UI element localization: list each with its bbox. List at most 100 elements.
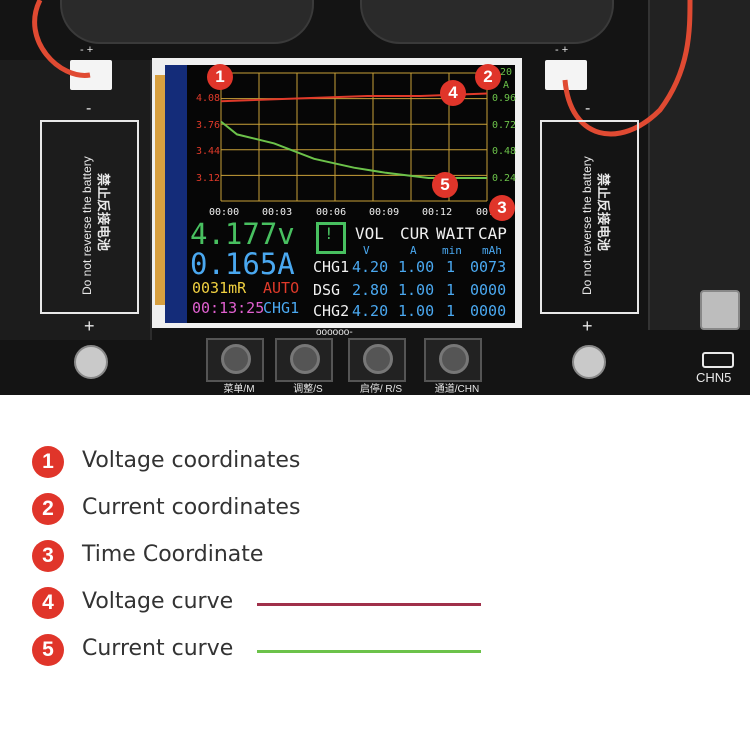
y-left-tick-2: 3.44: [196, 146, 221, 157]
wire-left: [32, 0, 91, 78]
row-cur-2: 1.00: [398, 302, 435, 320]
legend-label: Current curve: [82, 636, 234, 661]
current-readout: 0.165A: [190, 247, 295, 281]
current-curve: [220, 120, 487, 179]
legend-number-badge: 1: [32, 446, 64, 478]
wire-right: [562, 0, 693, 137]
connector-left-pins: - +: [80, 44, 94, 56]
table-header-3: CAP: [478, 224, 507, 243]
chn-label: CHN5: [696, 370, 732, 385]
resistance-readout: 0031mR: [192, 279, 247, 297]
marker-1: 1: [207, 64, 233, 90]
row-cap-0: 0073: [470, 258, 507, 276]
tactile-button-2[interactable]: [363, 344, 393, 374]
battery-status-box: [316, 222, 346, 254]
table-header-2: WAIT: [436, 224, 475, 243]
battery-terminal: [700, 290, 740, 330]
lcd-left-edge: [165, 65, 187, 323]
active-channel: CHG1: [263, 299, 300, 317]
table-unit-0: V: [363, 244, 370, 257]
warning-cn-left: 禁止反接电池: [96, 173, 111, 252]
marker-3: 3: [489, 195, 515, 221]
row-cap-1: 0000: [470, 281, 507, 299]
warning-box-left: [40, 120, 139, 314]
elapsed-readout: 00:13:25: [192, 299, 265, 317]
legend-label: Time Coordinate: [82, 542, 264, 567]
legend-line-sample: [257, 603, 481, 606]
x-tick-1: 00:03: [262, 207, 293, 218]
legend-row-2: 2 Current coordinates: [32, 491, 712, 527]
minus-right: -: [585, 100, 591, 117]
legend-row-3: 3 Time Coordinate: [32, 538, 712, 574]
tactile-button-1[interactable]: [290, 344, 320, 374]
marker-5: 5: [432, 172, 458, 198]
row-vol-0: 4.20: [352, 258, 389, 276]
warning-box-right: [540, 120, 639, 314]
button-label-0: 菜单/M: [223, 384, 255, 395]
table-unit-1: A: [410, 244, 417, 257]
fan-right: [360, 0, 614, 44]
y-left-tick-1: 3.76: [196, 120, 221, 131]
plus-right: +: [582, 316, 593, 336]
button-label-3: 通道/CHN: [434, 384, 480, 395]
row-vol-1: 2.80: [352, 281, 389, 299]
legend-row-5: 5 Current curve: [32, 632, 712, 668]
lcd-panel: [165, 65, 515, 323]
row-wait-2: 1: [446, 302, 456, 320]
x-tick-0: 00:00: [209, 207, 240, 218]
row-wait-0: 1: [446, 258, 456, 276]
tactile-button-3[interactable]: [439, 344, 469, 374]
fan-left: [60, 0, 314, 44]
x-tick-4: 00:12: [422, 207, 453, 218]
legend-number-badge: 5: [32, 634, 64, 666]
legend-number-badge: 4: [32, 587, 64, 619]
legend-label: Voltage coordinates: [82, 448, 301, 473]
table-unit-3: mAh: [482, 244, 502, 257]
battery-holder-left: [0, 60, 152, 340]
screw-left: [74, 345, 108, 379]
warning-en-right: Do not reverse the battery: [580, 156, 594, 295]
marker-4: 4: [440, 80, 466, 106]
chn-led: [702, 352, 734, 368]
warning-cn-right: 禁止反接电池: [596, 173, 611, 252]
y-left-tick-0: 4.08: [196, 93, 221, 104]
legend-number-badge: 3: [32, 540, 64, 572]
y-right-unit: A: [503, 80, 510, 91]
y-right-tick-0: 0.96: [492, 93, 517, 104]
battery-status-symbol: !: [324, 224, 334, 243]
table-header-1: CUR: [400, 224, 429, 243]
row-cur-0: 1.00: [398, 258, 435, 276]
lcd-graph: [220, 72, 488, 202]
legend-row-1: 1 Voltage coordinates: [32, 444, 712, 480]
legend-number-badge: 2: [32, 493, 64, 525]
row-name-1: DSG: [313, 281, 341, 299]
x-tick-2: 00:06: [316, 207, 347, 218]
battery-holder-right: [648, 0, 750, 330]
legend-row-4: 4 Voltage curve: [32, 585, 712, 621]
product-photo: - + - + Do not reverse the battery 禁止反接电…: [0, 0, 750, 395]
x-tick-5: 00:1: [476, 207, 501, 218]
row-wait-1: 1: [446, 281, 456, 299]
row-vol-2: 4.20: [352, 302, 389, 320]
y-right-tick-3: 0.24: [492, 173, 517, 184]
mode-readout: AUTO: [263, 279, 300, 297]
legend-label: Voltage curve: [82, 589, 234, 614]
row-cur-1: 1.00: [398, 281, 435, 299]
button-label-2: 启停/ R/S: [359, 384, 403, 395]
y-right-tick-2: 0.48: [492, 146, 517, 157]
button-label-1: 调整/S: [293, 384, 323, 395]
lcd-ribbon: [155, 75, 165, 305]
tactile-button-0[interactable]: [221, 344, 251, 374]
y-right-tick-1: 0.72: [492, 120, 517, 131]
plus-left: +: [84, 316, 95, 336]
screw-right: [572, 345, 606, 379]
connector-right-pins: - +: [555, 44, 569, 56]
y-left-tick-3: 3.12: [196, 173, 221, 184]
minus-left: -: [86, 100, 92, 117]
table-unit-2: min: [442, 244, 462, 257]
row-name-2: CHG2: [313, 302, 350, 320]
legend-line-sample: [257, 650, 481, 653]
legend-label: Current coordinates: [82, 495, 301, 520]
row-cap-2: 0000: [470, 302, 507, 320]
marker-2: 2: [475, 64, 501, 90]
